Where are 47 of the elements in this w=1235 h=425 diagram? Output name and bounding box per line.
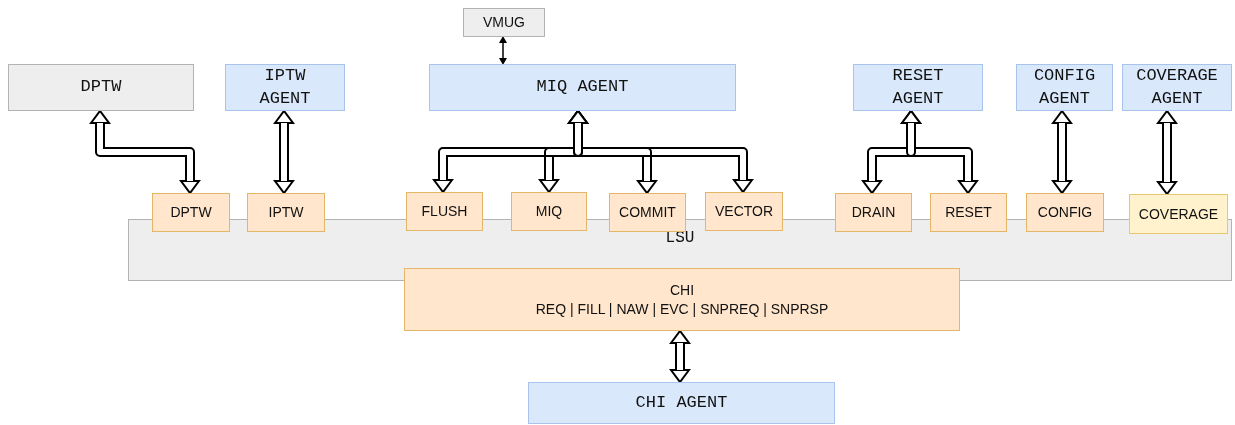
box-label: VMUG: [483, 13, 525, 32]
component-box: [152, 193, 230, 232]
box-label: MIQ AGENT: [536, 76, 629, 99]
double-arrow: [1157, 110, 1177, 195]
box-label: IPTW: [268, 203, 304, 222]
double-arrow: [670, 330, 690, 383]
arrow: [499, 36, 507, 65]
box-label: CHI: [669, 280, 695, 300]
component-box: [1016, 64, 1113, 111]
component-box: [930, 193, 1007, 232]
double-arrow: [1052, 110, 1072, 194]
box-label: CONFIG AGENT: [1032, 64, 1097, 110]
box-label: CONFIG: [1037, 203, 1093, 222]
double-arrow: [568, 110, 753, 193]
double-arrow: [901, 110, 978, 194]
component-box: [1122, 64, 1232, 111]
component-box: [225, 64, 345, 111]
component-box: [835, 193, 912, 232]
box-label: MIQ: [535, 202, 563, 221]
component-box: [247, 193, 325, 232]
component-box: [511, 192, 587, 231]
box-label: IPTW AGENT: [258, 64, 312, 110]
component-box: [404, 268, 960, 331]
component-box: [463, 8, 545, 37]
box-label: RESET: [945, 203, 992, 222]
box-label: FLUSH: [421, 202, 468, 221]
box-label: COVERAGE: [1138, 204, 1219, 224]
component-box: [1129, 194, 1228, 234]
box-label: DPTW: [170, 203, 212, 222]
box-label: COVERAGE AGENT: [1135, 64, 1219, 110]
box-label: DRAIN: [851, 203, 896, 222]
box-label: DPTW: [80, 76, 122, 99]
box-label: CHI AGENT: [635, 391, 728, 414]
box-label: VECTOR: [714, 202, 774, 221]
component-box: [609, 193, 686, 232]
box-label: RESET AGENT: [891, 64, 945, 110]
box-label: REQ | FILL | NAW | EVC | SNPREQ | SNPRSP: [535, 299, 829, 319]
component-box: [8, 64, 194, 111]
component-box: [429, 64, 736, 111]
component-box: [406, 192, 483, 231]
component-box: [1026, 193, 1104, 232]
box-label: COMMIT: [619, 203, 676, 222]
double-arrow: [90, 110, 200, 194]
component-box: [705, 192, 783, 231]
double-arrow: [274, 110, 294, 194]
component-box: [528, 382, 835, 424]
component-box: [853, 64, 983, 111]
